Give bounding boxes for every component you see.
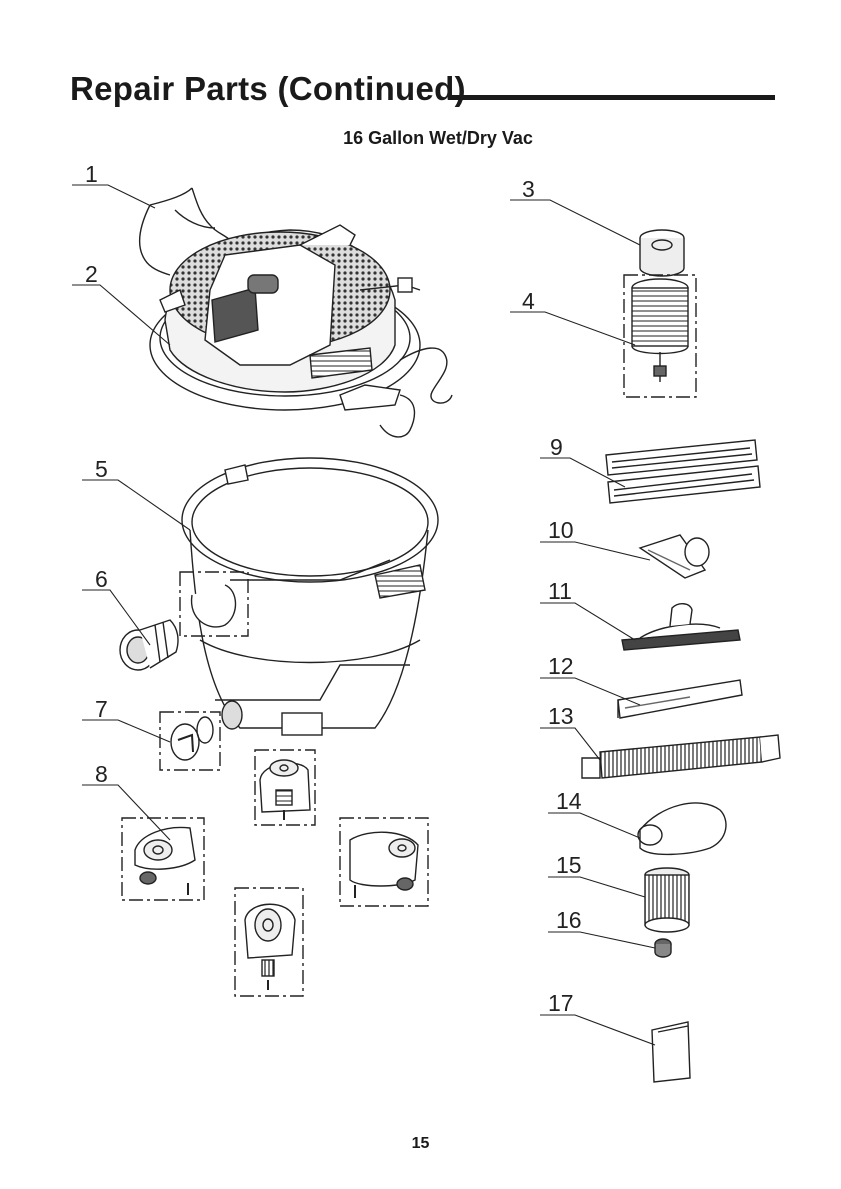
page-number: 15 <box>0 1135 841 1153</box>
part-7-drain-cap <box>160 701 242 770</box>
callout-16: 16 <box>556 907 582 933</box>
callout-14: 14 <box>556 788 582 814</box>
part-17-manual <box>652 1022 690 1082</box>
part-6-area-inset <box>180 572 248 636</box>
part-8-caster-front <box>255 750 315 825</box>
callout-10: 10 <box>548 517 574 543</box>
callout-13: 13 <box>548 703 574 729</box>
part-14-dust-bag <box>638 803 726 854</box>
part-2-power-head <box>150 225 452 437</box>
callout-1: 1 <box>85 161 98 187</box>
callout-5: 5 <box>95 456 108 482</box>
part-15-cartridge-filter <box>645 868 689 932</box>
callout-15: 15 <box>556 852 582 878</box>
part-13-hose <box>582 735 780 778</box>
callout-7: 7 <box>95 696 108 722</box>
part-4-filter-cage <box>624 275 696 397</box>
part-6-drain-fitting <box>120 620 178 670</box>
callout-9: 9 <box>550 434 563 460</box>
callout-4: 4 <box>522 288 535 314</box>
part-12-crevice-tool <box>618 680 742 718</box>
callout-6: 6 <box>95 566 108 592</box>
callout-17: 17 <box>548 990 574 1016</box>
part-8-caster-rear <box>235 888 303 996</box>
callout-8: 8 <box>95 761 108 787</box>
callout-12: 12 <box>548 653 574 679</box>
callout-2: 2 <box>85 261 98 287</box>
callout-3: 3 <box>522 176 535 202</box>
part-16-filter-nut <box>655 939 671 957</box>
part-8-caster-right <box>340 818 428 906</box>
part-8-caster-left <box>122 818 204 900</box>
part-3-foam-sleeve <box>640 230 684 276</box>
part-11-floor-nozzle <box>622 604 740 650</box>
part-9-extension-wands <box>606 440 760 503</box>
callout-11: 11 <box>548 578 572 604</box>
part-10-utility-nozzle <box>640 535 709 578</box>
